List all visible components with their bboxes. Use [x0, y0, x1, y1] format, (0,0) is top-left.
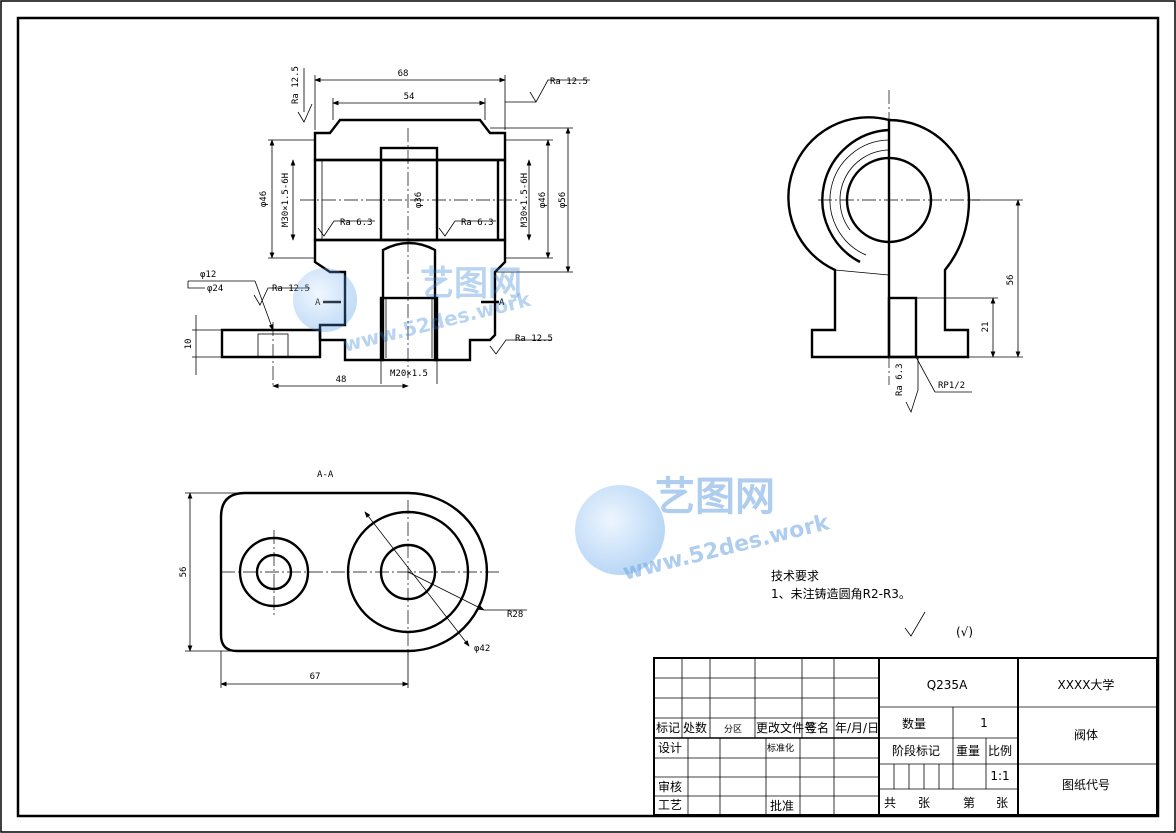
top-dim-67: 67 [310, 672, 321, 682]
notes-title: 技术要求 [771, 569, 819, 583]
roughness-check-icon [904, 611, 926, 637]
side-view: 56 21 Ra 6.3 RP1/2 [787, 90, 1023, 414]
top-dim-56: 56 [179, 567, 189, 578]
tb-school: XXXX大学 [1058, 677, 1115, 692]
watermark-small: 艺图网 www.52des.work [293, 264, 534, 357]
tb-standard: 标准化 [767, 742, 794, 754]
dim-height10: 10 [184, 339, 194, 350]
watermark-brand-small: 艺图网 [420, 264, 522, 304]
notes-line1: 1、未注铸造圆角R2-R3。 [771, 586, 911, 601]
ra-top-right: Ra 12.5 [550, 77, 588, 87]
ra-bore-right: Ra 6.3 [461, 218, 494, 228]
dim-thread-left: M30×1.5-6H [281, 173, 291, 227]
tb-qty-value: 1 [980, 716, 988, 730]
tb-h-zone: 分区 [724, 724, 742, 735]
dim-54: 54 [404, 92, 415, 102]
side-dim-21: 21 [981, 322, 991, 333]
tb-h-change: 更改文件号 [756, 720, 816, 735]
tb-sheets-label: 张 [918, 796, 930, 810]
tb-qty-label: 数量 [902, 716, 926, 731]
ra-flange: Ra 12.5 [272, 284, 310, 294]
ra-bottom: Ra 12.5 [515, 334, 553, 344]
tb-scale-value: 1:1 [990, 769, 1009, 783]
tb-material: Q235A [927, 678, 968, 692]
tb-h-date: 年/月/日 [835, 721, 879, 735]
side-thread-port: RP1/2 [938, 381, 965, 391]
top-view: A-A 56 67 R28 φ42 [179, 470, 527, 688]
tb-review: 审核 [658, 779, 682, 794]
inner-border [16, 16, 1160, 818]
dim-dia46-left: φ46 [259, 191, 269, 207]
dim-dia36: φ36 [414, 192, 424, 208]
tb-h-mark: 标记 [656, 721, 680, 735]
section-mark-right: A [499, 298, 505, 308]
dim-m20: M20×1.5 [390, 369, 428, 379]
watermark-brand-large: 艺图网 [655, 474, 775, 520]
ra-bore-left: Ra 6.3 [340, 218, 373, 228]
side-dim-56: 56 [1006, 275, 1016, 286]
tb-page-sheets-label: 张 [996, 796, 1008, 810]
tb-total-label: 共 [884, 796, 896, 810]
tb-process: 工艺 [658, 798, 682, 812]
tb-design: 设计 [658, 741, 682, 755]
side-ra-port: Ra 6.3 [895, 363, 905, 396]
technical-notes: 技术要求 1、未注铸造圆角R2-R3。 (√) [771, 569, 973, 639]
tb-weight-label: 重量 [956, 744, 980, 758]
dim-dia12: φ12 [200, 270, 216, 280]
title-block: 标记 处数 分区 更改文件号 签名 年/月/日 设计 标准化 审核 工艺 批准 … [653, 657, 1158, 816]
tb-part-name: 阀体 [1074, 728, 1098, 742]
top-dim-r28: R28 [507, 610, 523, 620]
top-dim-dia42: φ42 [474, 644, 490, 654]
ra-top-left: Ra 12.5 [291, 66, 301, 104]
dim-dia56: φ56 [558, 192, 568, 208]
tb-h-sign: 签名 [805, 720, 829, 735]
dim-48: 48 [336, 375, 347, 385]
section-label-aa: A-A [317, 470, 334, 480]
dim-68: 68 [398, 69, 409, 79]
dim-dia24: φ24 [207, 284, 223, 294]
tb-h-count: 处数 [683, 720, 707, 735]
tb-page-label: 第 [963, 796, 975, 810]
dim-dia46-right: φ46 [538, 192, 548, 208]
front-view: 68 54 φ46 M30×1.5-6H φ36 M30×1.5-6H φ46 … [184, 66, 590, 389]
tb-scale-label: 比例 [988, 744, 1012, 758]
tb-approve: 批准 [770, 798, 794, 813]
dim-thread-right: M30×1.5-6H [520, 173, 530, 227]
tb-stage-label: 阶段标记 [892, 743, 940, 758]
tb-drawing-code: 图纸代号 [1062, 778, 1110, 792]
notes-roughness-symbol: (√) [956, 625, 973, 639]
